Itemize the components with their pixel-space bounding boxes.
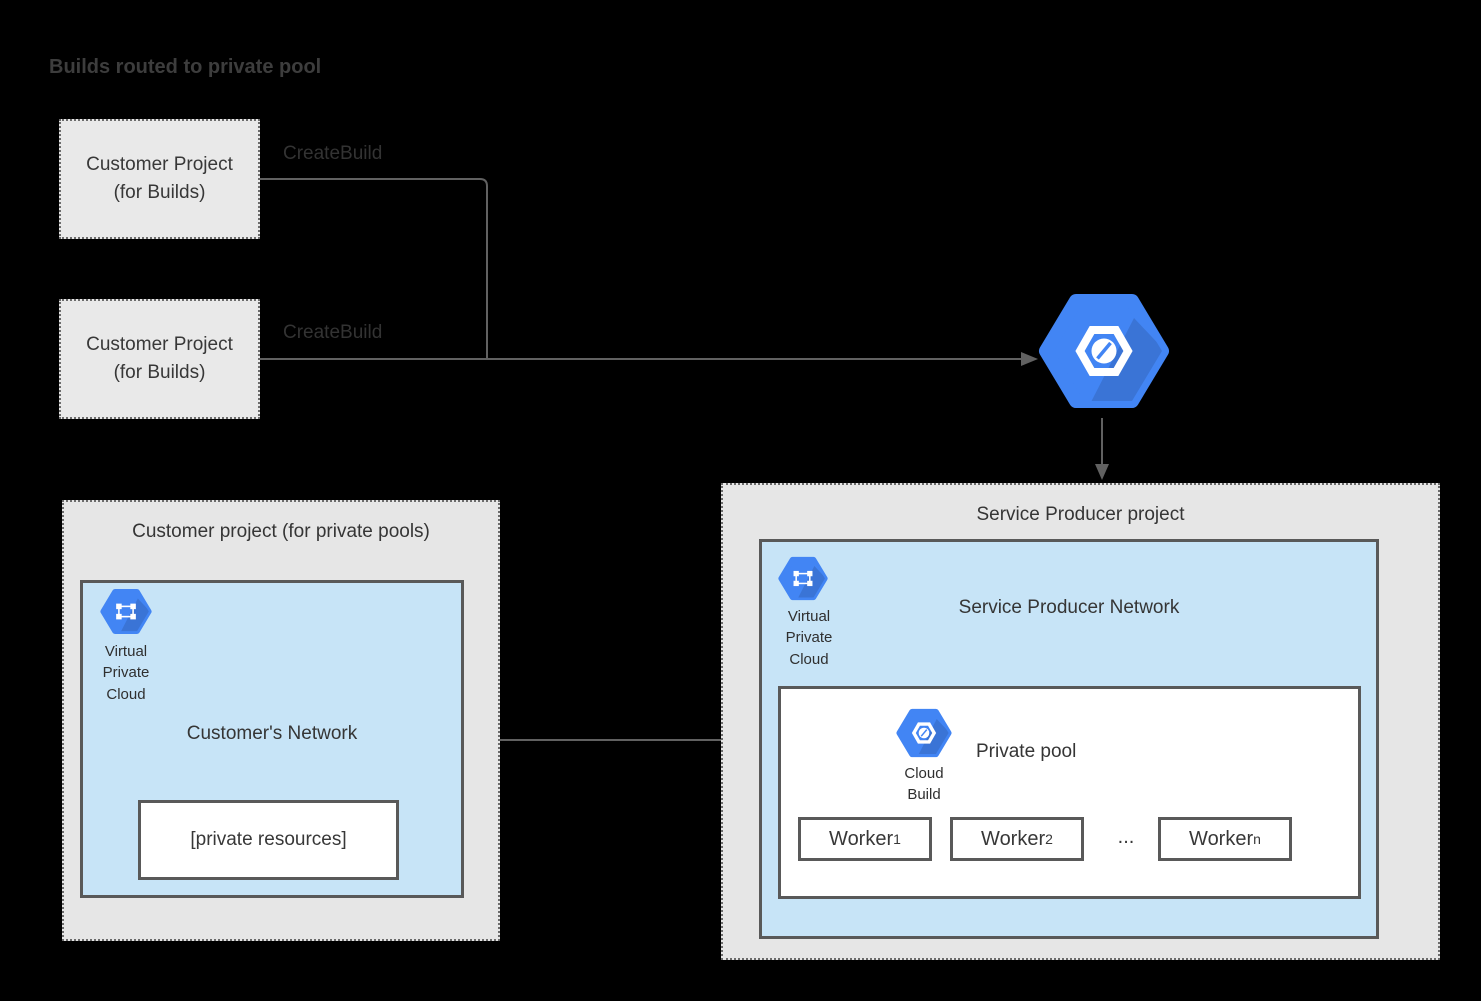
arrowhead-down: [1095, 464, 1109, 480]
cloud-build-icon: [896, 708, 952, 758]
service-producer-network-title: Service Producer Network: [958, 597, 1180, 618]
arrowhead-into-cloudbuild: [1021, 352, 1038, 366]
createbuild-label-1: CreateBuild: [283, 143, 383, 164]
worker-label: Worker: [981, 827, 1046, 850]
service-producer-project-title: Service Producer project: [976, 504, 1185, 525]
vpc-icon: [778, 556, 828, 601]
private-resources-box: [private resources]: [138, 800, 399, 880]
page-title: Builds routed to private pool: [49, 56, 322, 78]
vpc-icon: [100, 589, 152, 634]
cloud-build-icon: [1039, 294, 1169, 408]
service-producer-project-box: Service Producer project Virtual Private…: [721, 483, 1440, 960]
customer-build-project-2: Customer Project (for Builds): [59, 299, 260, 419]
createbuild-label-2: CreateBuild: [283, 322, 383, 343]
customers-network-box: Virtual Private Cloud Customer's Network…: [80, 580, 464, 898]
worker-label: Worker: [1189, 827, 1254, 850]
private-pool-title: Private pool: [976, 741, 1077, 762]
worker-label: Worker: [829, 827, 894, 850]
cloud-build-icon-label: Cloud Build: [904, 765, 944, 804]
workers-ellipsis: ...: [1117, 826, 1135, 848]
vpc-icon-label: Virtual Private Cloud: [785, 608, 833, 668]
customer-pool-project-box: Customer project (for private pools) Vir…: [62, 500, 500, 941]
service-producer-network-box: Virtual Private Cloud Service Producer N…: [759, 539, 1379, 939]
customers-network-title: Customer's Network: [186, 723, 358, 744]
customer-pool-project-title: Customer project (for private pools): [132, 521, 430, 542]
customer-build-project-1: Customer Project (for Builds): [59, 119, 260, 239]
vpc-icon-label: Virtual Private Cloud: [102, 643, 150, 703]
